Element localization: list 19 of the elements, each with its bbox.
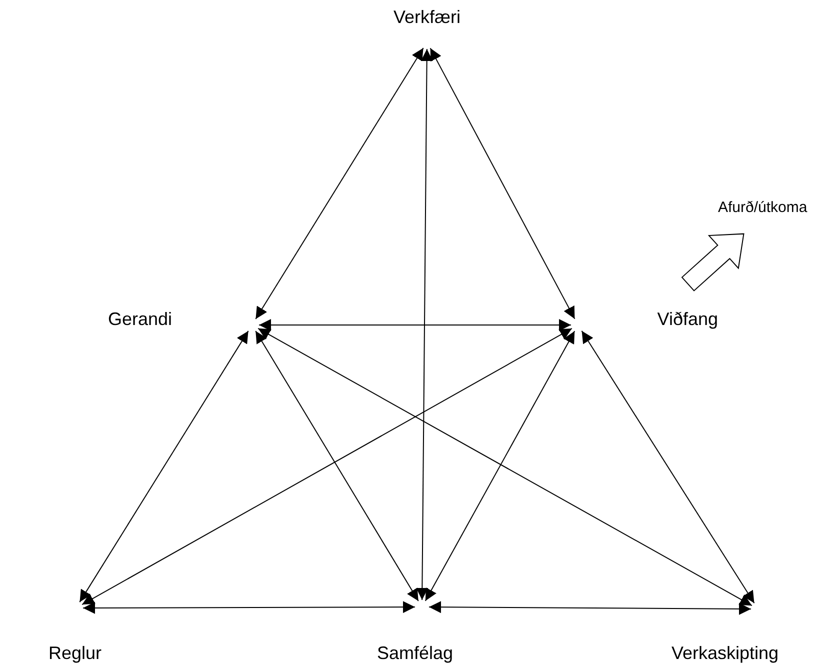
double-arrow <box>255 47 424 320</box>
double-arrow <box>430 48 576 320</box>
double-arrow <box>82 601 416 614</box>
node-label: Gerandi <box>108 308 172 330</box>
double-arrow <box>428 601 752 615</box>
node-label: Verkfæri <box>393 6 461 28</box>
double-arrow <box>424 330 576 602</box>
double-arrow <box>258 319 572 331</box>
node-label: Verkaskipting <box>671 642 779 664</box>
node-label: Viðfang <box>657 308 718 330</box>
double-arrow <box>82 328 572 606</box>
double-arrow <box>79 330 249 603</box>
double-arrow <box>258 328 752 606</box>
output-label: Afurð/útkoma <box>718 199 808 218</box>
double-arrow <box>416 48 433 600</box>
double-arrow <box>581 330 755 604</box>
node-label: Reglur <box>48 642 102 664</box>
node-label: Samfélag <box>376 642 454 664</box>
double-arrow <box>255 330 419 602</box>
